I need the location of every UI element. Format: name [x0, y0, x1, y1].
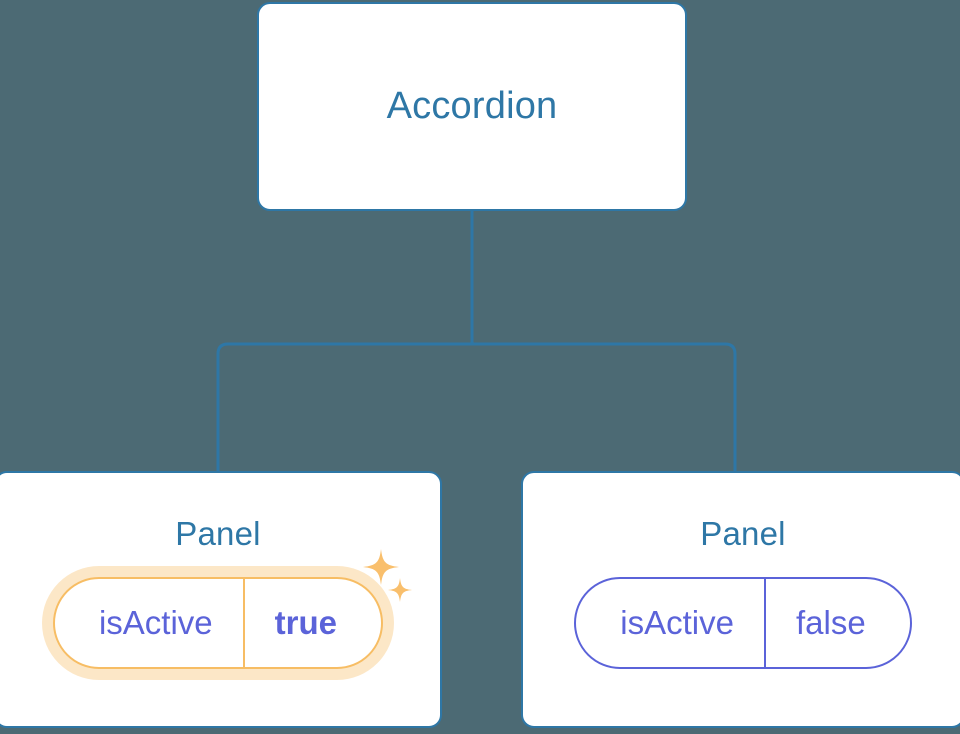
- prop-pill-wrapper: isActive true: [52, 549, 413, 669]
- prop-pill-isactive-false[interactable]: isActive false: [574, 577, 912, 669]
- node-panel-2[interactable]: Panel isActive false: [521, 471, 960, 728]
- edge-child-bus: [216, 342, 737, 473]
- node-accordion[interactable]: Accordion: [257, 2, 687, 211]
- prop-value: false: [763, 579, 910, 667]
- prop-key: isActive: [98, 604, 213, 641]
- node-title: Panel: [700, 515, 786, 552]
- node-title: Accordion: [386, 85, 558, 127]
- sparkle-small-icon: [388, 578, 413, 602]
- prop-value: true: [242, 579, 381, 667]
- prop-pill-wrapper: isActive false: [574, 577, 912, 669]
- prop-key: isActive: [620, 604, 734, 641]
- prop-pill-isactive-true[interactable]: isActive true: [52, 577, 384, 669]
- node-panel-1[interactable]: Panel isActive true: [0, 471, 442, 728]
- node-title: Panel: [175, 515, 261, 552]
